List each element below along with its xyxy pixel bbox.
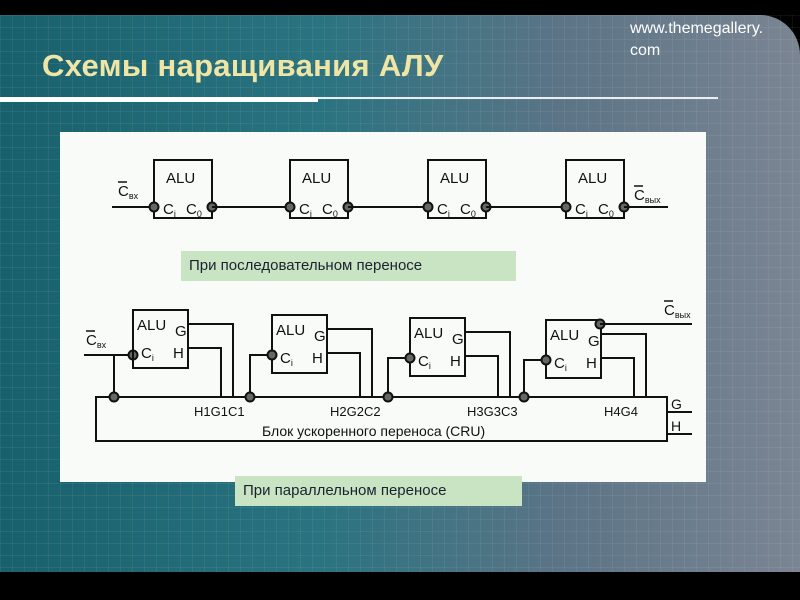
carry-wire xyxy=(249,354,272,397)
connection-node-icon xyxy=(540,354,552,366)
connection-node-icon xyxy=(560,201,572,213)
parallel-caption: При параллельном переносе xyxy=(235,476,522,506)
serial-output-label: Cвых xyxy=(634,187,661,205)
parallel-alu-block xyxy=(409,317,466,377)
title-underline xyxy=(0,97,318,102)
serial-input-label: Cвх xyxy=(118,183,139,201)
connection-node-icon xyxy=(404,352,416,364)
h-output-label: H xyxy=(671,418,681,434)
alu-label: ALU xyxy=(302,170,331,187)
ci-label: Ci xyxy=(554,355,567,373)
co-label: C0 xyxy=(322,201,338,219)
h-wire xyxy=(601,357,635,397)
title-underline-thin xyxy=(318,97,718,99)
parallel-alu-block xyxy=(545,319,602,379)
ci-label: Ci xyxy=(163,201,176,219)
alu-label: ALU xyxy=(414,325,443,342)
h-wire xyxy=(465,355,499,397)
parallel-alu-block xyxy=(132,309,189,369)
serial-alu-block xyxy=(427,159,487,219)
g-label: G xyxy=(452,331,464,348)
serial-alu-block xyxy=(289,159,349,219)
ci-label: Ci xyxy=(575,201,588,219)
h-wire xyxy=(188,347,222,397)
serial-alu-block xyxy=(153,159,213,219)
ci-label: Ci xyxy=(299,201,312,219)
g-label: G xyxy=(175,323,187,340)
alu-label: ALU xyxy=(550,327,579,344)
serial-caption: При последовательном переносе xyxy=(181,251,516,281)
parallel-input-label: Cвх xyxy=(86,332,107,350)
alu-label: ALU xyxy=(440,170,469,187)
h-label: H xyxy=(173,345,184,362)
cru-block xyxy=(95,396,668,442)
h-label: H xyxy=(586,355,597,372)
g-wire xyxy=(601,333,647,397)
slide-title: Схемы наращивания АЛУ xyxy=(42,48,444,83)
ci-label: Ci xyxy=(418,353,431,371)
alu-label: ALU xyxy=(166,170,195,187)
g-label: G xyxy=(588,333,600,350)
connection-node-icon xyxy=(382,391,394,403)
connection-node-icon xyxy=(244,391,256,403)
cru-tap-label: H4G4 xyxy=(604,404,638,419)
carry-wire xyxy=(387,357,410,397)
cru-tap-label: H3G3C3 xyxy=(467,404,518,419)
ci-label: Ci xyxy=(141,345,154,363)
g-wire xyxy=(327,328,373,397)
connection-node-icon xyxy=(518,391,530,403)
diagram-panel xyxy=(60,132,706,482)
connection-node-icon xyxy=(148,201,160,213)
template-url: www.themegallery.com xyxy=(630,20,764,59)
g-wire xyxy=(465,331,511,397)
serial-alu-block xyxy=(565,159,625,219)
ci-label: Ci xyxy=(437,201,450,219)
g-label: G xyxy=(314,328,326,345)
h-label: H xyxy=(312,350,323,367)
co-label: C0 xyxy=(460,201,476,219)
parallel-output-label: Cвых xyxy=(664,302,691,320)
alu-label: ALU xyxy=(137,317,166,334)
co-label: C0 xyxy=(186,201,202,219)
h-label: H xyxy=(450,353,461,370)
connection-node-icon xyxy=(284,201,296,213)
connection-node-icon xyxy=(108,391,120,403)
cru-tap-label: H2G2C2 xyxy=(330,404,381,419)
alu-label: ALU xyxy=(276,322,305,339)
parallel-alu-block xyxy=(271,314,328,374)
co-label: C0 xyxy=(598,201,614,219)
g-output-label: G xyxy=(671,396,682,412)
g-wire xyxy=(188,323,234,397)
ci-label: Ci xyxy=(280,350,293,368)
h-wire xyxy=(327,352,361,397)
connection-node-icon xyxy=(266,349,278,361)
cru-label: Блок ускоренного переноса (CRU) xyxy=(262,423,485,439)
alu-label: ALU xyxy=(578,170,607,187)
connection-node-icon xyxy=(422,201,434,213)
carry-wire xyxy=(523,359,546,397)
cru-tap-label: H1G1C1 xyxy=(194,404,245,419)
